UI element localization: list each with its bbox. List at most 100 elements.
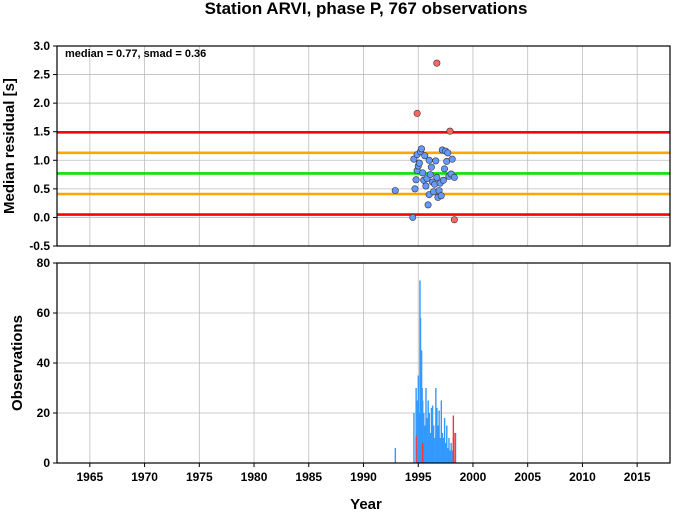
x-axis-label: Year (350, 496, 382, 511)
histogram-bar (450, 443, 452, 463)
histogram-bar (448, 438, 450, 463)
histogram-bar (435, 388, 437, 463)
top-y-tick-label: 0.0 (33, 210, 50, 224)
histogram-bar (434, 438, 436, 463)
histogram-bar (442, 438, 445, 463)
x-tick-label: 1970 (131, 470, 158, 484)
histogram-bar (436, 408, 438, 463)
scatter-point (446, 127, 454, 135)
scatter-point (439, 176, 447, 184)
chart-title: Station ARVI, phase P, 767 observations (205, 0, 528, 18)
histogram-bar (417, 375, 420, 463)
bottom-y-tick-label: 80 (37, 256, 51, 270)
x-tick-label: 1980 (241, 470, 268, 484)
bottom-y-ticks: 80 60 40 20 0 (37, 256, 57, 470)
bottom-bars (394, 280, 457, 463)
x-tick-label: 1975 (186, 470, 213, 484)
scatter-point (424, 201, 432, 209)
bottom-grid (57, 262, 670, 464)
histogram-bar (438, 410, 440, 463)
top-y-tick-label: 3.0 (33, 39, 50, 53)
top-y-tick-label: 1.5 (33, 125, 50, 139)
scatter-point (413, 109, 421, 117)
histogram-bar (430, 408, 433, 463)
histogram-bar (443, 418, 446, 463)
histogram-bar (416, 400, 418, 463)
bottom-y-tick-label: 20 (37, 406, 51, 420)
scatter-point (422, 182, 430, 190)
x-tick-label: 1990 (350, 470, 377, 484)
histogram-bar (427, 400, 429, 463)
top-y-tick-label: 2.0 (33, 96, 50, 110)
histogram-bar (451, 450, 453, 463)
bottom-y-axis-label: Observations (9, 315, 26, 411)
histogram-bar (447, 448, 449, 463)
top-y-tick-label: 1.0 (33, 153, 50, 167)
x-tick-label: 2005 (514, 470, 541, 484)
histogram-bar (441, 433, 444, 463)
stats-annotation: median = 0.77, smad = 0.36 (65, 48, 206, 60)
x-tick-label: 1985 (295, 470, 322, 484)
histogram-bar (431, 405, 434, 463)
histogram-bar (454, 433, 456, 463)
scatter-point (441, 165, 449, 173)
histogram-bar (426, 418, 428, 463)
x-tick-label: 2015 (624, 470, 651, 484)
top-y-axis-label: Median residual [s] (1, 78, 18, 214)
histogram-bar (419, 318, 422, 463)
scatter-point (409, 213, 417, 221)
x-tick-label: 1995 (405, 470, 432, 484)
top-grid (57, 45, 670, 247)
scatter-point (427, 163, 435, 171)
bottom-y-tick-label: 0 (43, 456, 50, 470)
bottom-y-tick-label: 40 (37, 356, 51, 370)
x-tick-label: 1965 (76, 470, 103, 484)
histogram-bar (415, 388, 417, 463)
bottom-x-ticks: 1965 1970 1975 1980 1985 1990 1995 2000 2005 2010… (76, 463, 651, 484)
scatter-point (425, 156, 433, 164)
top-plot-frame (56, 45, 671, 247)
scatter-point (450, 173, 458, 181)
histogram-bar (422, 443, 424, 463)
scatter-point (448, 155, 456, 163)
top-points (391, 59, 458, 224)
histogram-bar (432, 425, 435, 463)
histogram-bar (423, 413, 425, 463)
histogram-bar (422, 400, 424, 463)
bottom-panel: 80 60 40 20 0 1965 1970 1975 1980 1985 1990 1995 20… (9, 256, 671, 513)
histogram-bar (444, 443, 447, 463)
histogram-bar (394, 448, 397, 463)
scatter-point (415, 159, 423, 167)
scatter-point (433, 59, 441, 67)
scatter-point (412, 176, 420, 184)
scatter-point (432, 157, 440, 165)
histogram-bar (415, 435, 417, 463)
histogram-bar (449, 450, 451, 463)
histogram-bar (452, 415, 455, 463)
top-y-tick-label: 0.5 (33, 182, 50, 196)
scatter-point (391, 187, 399, 195)
histogram-bar (429, 433, 432, 463)
scatter-point (419, 169, 427, 177)
histogram-bar (446, 425, 448, 463)
bottom-y-tick-label: 60 (37, 306, 51, 320)
x-tick-label: 2000 (460, 470, 487, 484)
scatter-point (411, 185, 419, 193)
histogram-bar (440, 400, 443, 463)
scatter-point (433, 173, 441, 181)
histogram-bar (424, 425, 426, 463)
scatter-point (421, 152, 429, 160)
top-y-ticks: 3.02.52.01.51.00.50.0-0.5 (29, 39, 57, 253)
scatter-point (437, 192, 445, 200)
histogram-bar (413, 413, 415, 463)
histogram-bar (428, 413, 430, 463)
top-panel: 3.02.52.01.51.00.50.0-0.5 median = 0.77,… (1, 39, 671, 253)
scatter-point (444, 149, 452, 157)
scatter-point (418, 145, 426, 153)
x-tick-label: 2010 (569, 470, 596, 484)
top-y-tick-label: 2.5 (33, 68, 50, 82)
scatter-point (426, 171, 434, 179)
top-reference-lines (57, 130, 670, 216)
